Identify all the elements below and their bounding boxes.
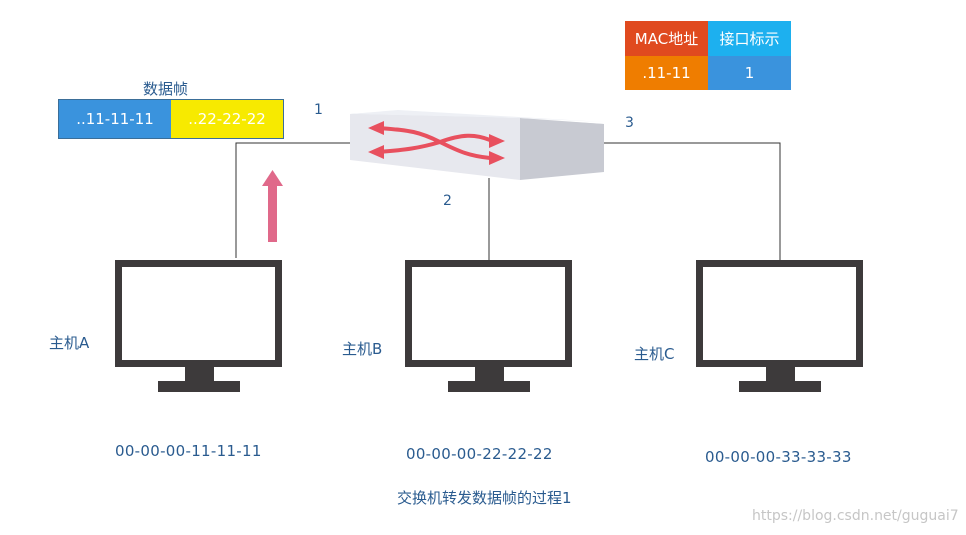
mac-table-header-mac: MAC地址 [625,21,708,56]
link-port1-host-a [235,142,352,258]
frame-destination-mac: ..22-22-22 [171,100,283,138]
network-links [235,142,781,262]
data-frame: ..11-11-11 ..22-22-22 [58,99,284,139]
frame-title: 数据帧 [143,80,189,98]
mac-table-cell-port: 1 [708,56,791,90]
mac-table-cell-mac: .11-11 [625,56,708,90]
host-a-label: 主机A [49,334,90,352]
monitor-icon-host-a [115,260,282,392]
monitor-icon-host-c [696,260,863,392]
host-c-mac: 00-00-00-33-33-33 [705,448,852,466]
diagram-caption: 交换机转发数据帧的过程1 [397,489,572,507]
switch-icon [350,110,604,180]
host-c-label: 主机C [634,345,675,363]
host-a-mac: 00-00-00-11-11-11 [115,442,262,460]
host-b-mac: 00-00-00-22-22-22 [406,445,553,463]
watermark: https://blog.csdn.net/guguai7 [752,508,959,524]
link-port3-host-c [600,142,781,262]
port-label-1: 1 [314,102,323,118]
frame-source-mac: ..11-11-11 [59,100,171,138]
monitor-icon-host-b [405,260,572,392]
arrow-up-icon [262,170,283,242]
mac-table-header-port: 接口标示 [708,21,791,56]
port-label-3: 3 [625,115,634,131]
port-label-2: 2 [443,193,452,209]
mac-address-table: MAC地址 接口标示 .11-11 1 [625,21,791,90]
host-b-label: 主机B [342,340,383,358]
